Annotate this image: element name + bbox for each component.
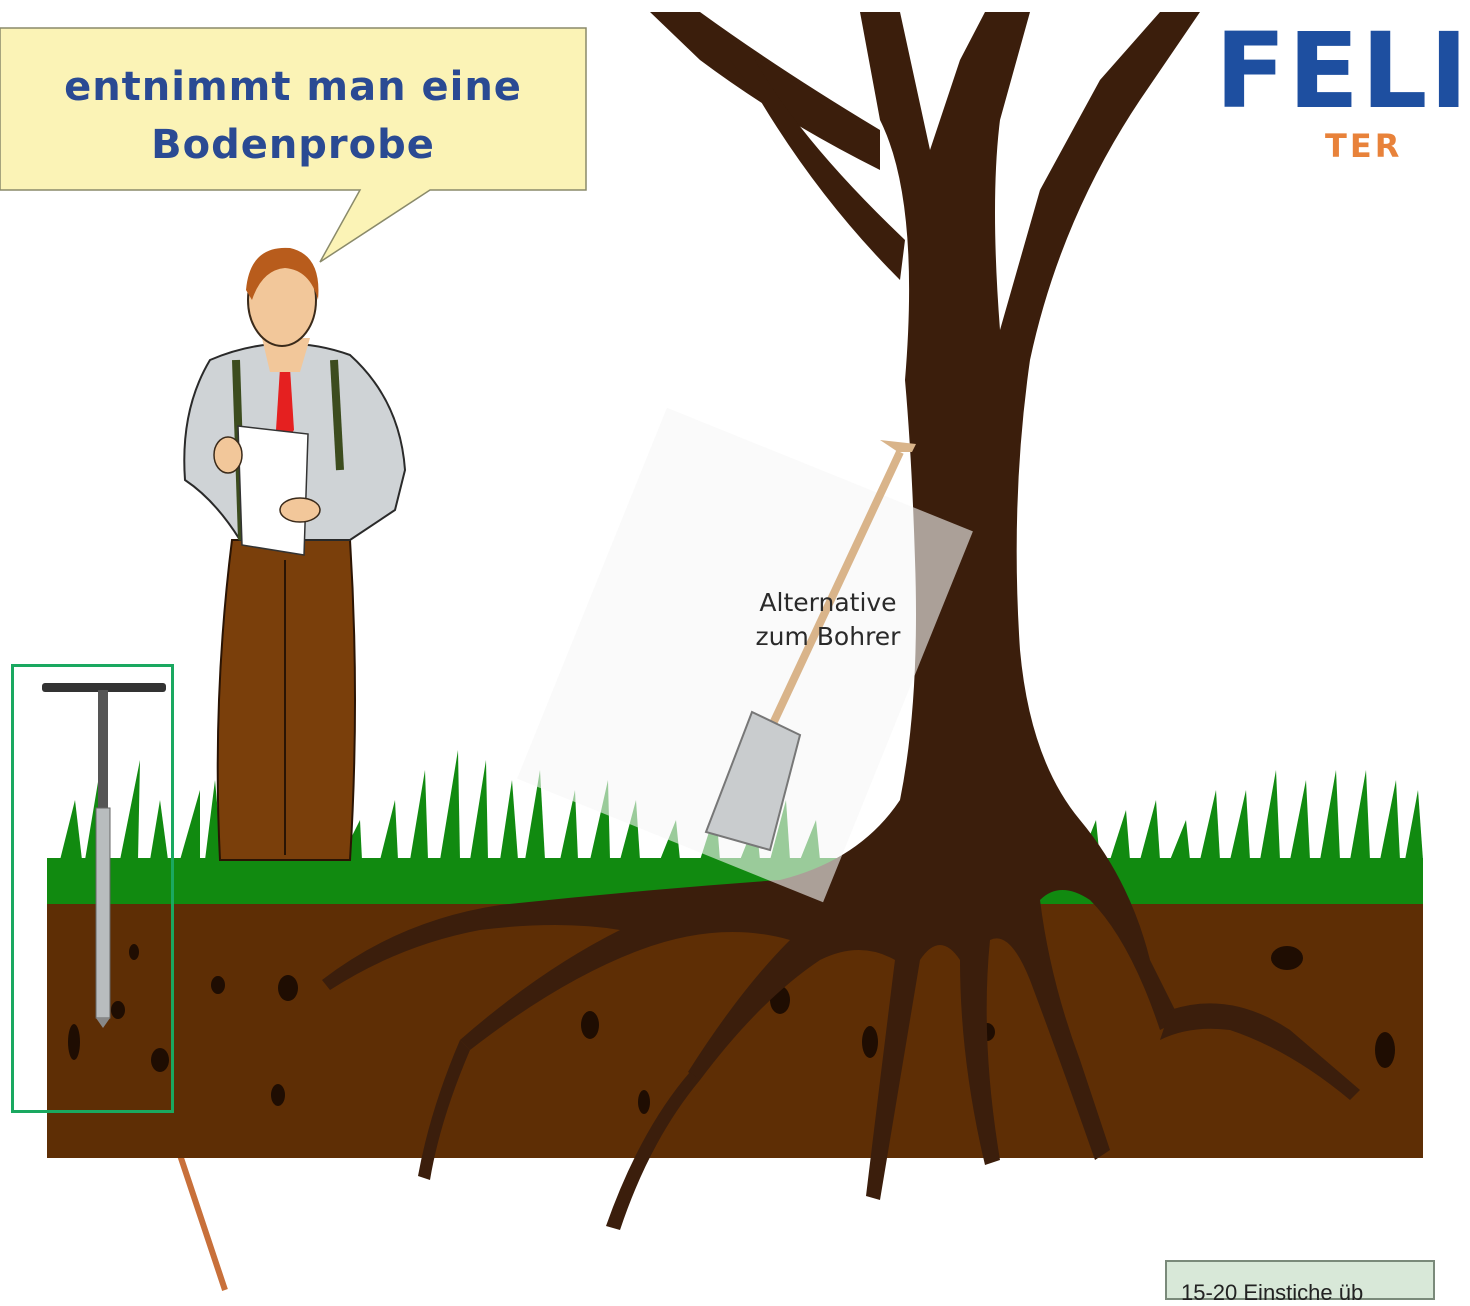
spade: [517, 407, 973, 903]
man-figure: [183, 247, 407, 861]
spade-label-line-1: Alternative: [759, 588, 897, 617]
logo-main-text: FELI: [1215, 10, 1470, 132]
speech-line-2: Bodenprobe: [151, 122, 435, 168]
speech-bubble: [0, 27, 587, 263]
note-box: 15-20 Einstiche üb: [1165, 1260, 1435, 1305]
soil-sampling-scene: [0, 12, 1423, 1291]
logo-sub-text: TER: [1325, 127, 1403, 165]
speech-bubble-text: entnimmt man eine Bodenprobe: [0, 58, 586, 174]
spade-label: Alternative zum Bohrer: [728, 586, 928, 654]
soil-probe: [42, 683, 166, 1028]
probe-highlight-box: [11, 664, 174, 1113]
soil-stones: [68, 944, 1395, 1114]
note-text: 15-20 Einstiche üb: [1181, 1280, 1364, 1305]
tree: [322, 12, 1360, 1230]
spade-label-line-2: zum Bohrer: [755, 622, 901, 651]
speech-line-1: entnimmt man eine: [64, 64, 522, 110]
rod-line: [177, 1154, 228, 1291]
